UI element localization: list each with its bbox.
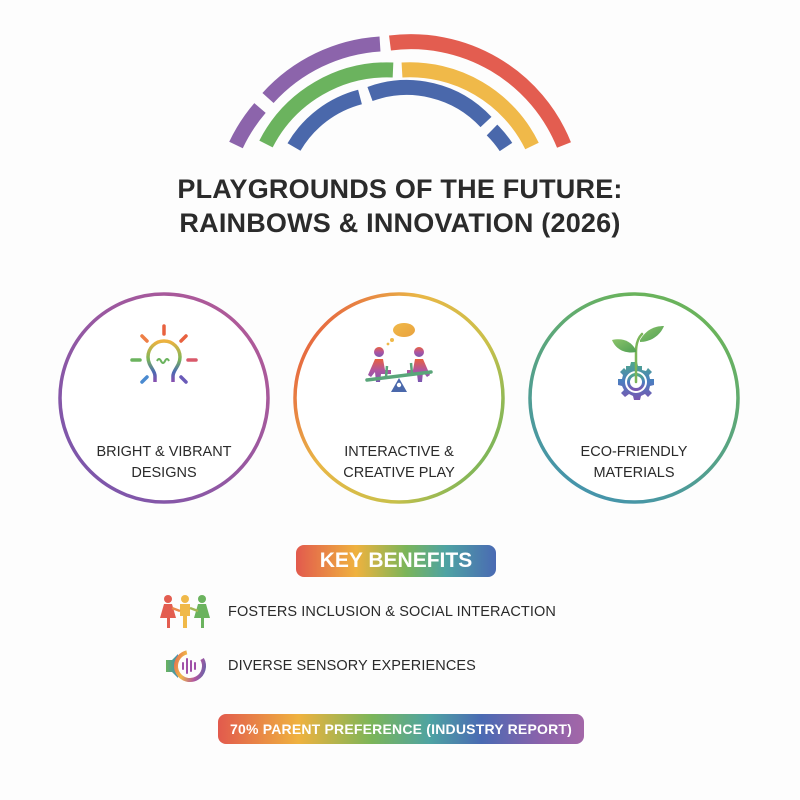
rainbow-arc-graphic	[229, 34, 571, 152]
feature-card-bright-designs: BRIGHT & VIBRANT DESIGNS	[58, 292, 270, 504]
children-holding-hands-icon	[160, 595, 210, 628]
benefit-item: DIVERSE SENSORY EXPERIENCES	[158, 648, 476, 684]
feature-card-interactive-play: INTERACTIVE & CREATIVE PLAY	[293, 292, 505, 504]
sound-sensory-icon	[166, 650, 206, 682]
feature-label-line-1: INTERACTIVE &	[344, 444, 454, 460]
feature-label: INTERACTIVE & CREATIVE PLAY	[293, 442, 505, 484]
feature-label: BRIGHT & VIBRANT DESIGNS	[58, 442, 270, 484]
lightbulb-icon	[130, 324, 198, 397]
page-title: PLAYGROUNDS OF THE FUTURE: RAINBOWS & IN…	[0, 172, 800, 240]
title-line-1: PLAYGROUNDS OF THE FUTURE:	[177, 174, 623, 204]
benefit-text: DIVERSE SENSORY EXPERIENCES	[228, 658, 476, 674]
feature-label-line-2: DESIGNS	[131, 465, 197, 481]
gradient-ring	[58, 292, 270, 504]
gradient-ring	[293, 292, 505, 504]
feature-label-line-2: CREATIVE PLAY	[343, 465, 455, 481]
benefit-text: FOSTERS INCLUSION & SOCIAL INTERACTION	[228, 604, 556, 620]
feature-label-line-2: MATERIALS	[593, 465, 675, 481]
plant-gear-icon	[612, 326, 664, 400]
feature-card-eco-materials: ECO-FRIENDLY MATERIALS	[528, 292, 740, 504]
title-line-2: RAINBOWS & INNOVATION (2026)	[179, 208, 621, 238]
feature-label: ECO-FRIENDLY MATERIALS	[528, 442, 740, 484]
parent-preference-stat-banner: 70% PARENT PREFERENCE (INDUSTRY REPORT)	[218, 714, 584, 744]
benefit-item: FOSTERS INCLUSION & SOCIAL INTERACTION	[158, 594, 556, 630]
seesaw-children-icon	[365, 323, 433, 392]
feature-label-line-1: BRIGHT & VIBRANT	[96, 444, 232, 460]
feature-label-line-1: ECO-FRIENDLY	[580, 444, 688, 460]
key-benefits-heading: KEY BENEFITS	[296, 545, 496, 577]
